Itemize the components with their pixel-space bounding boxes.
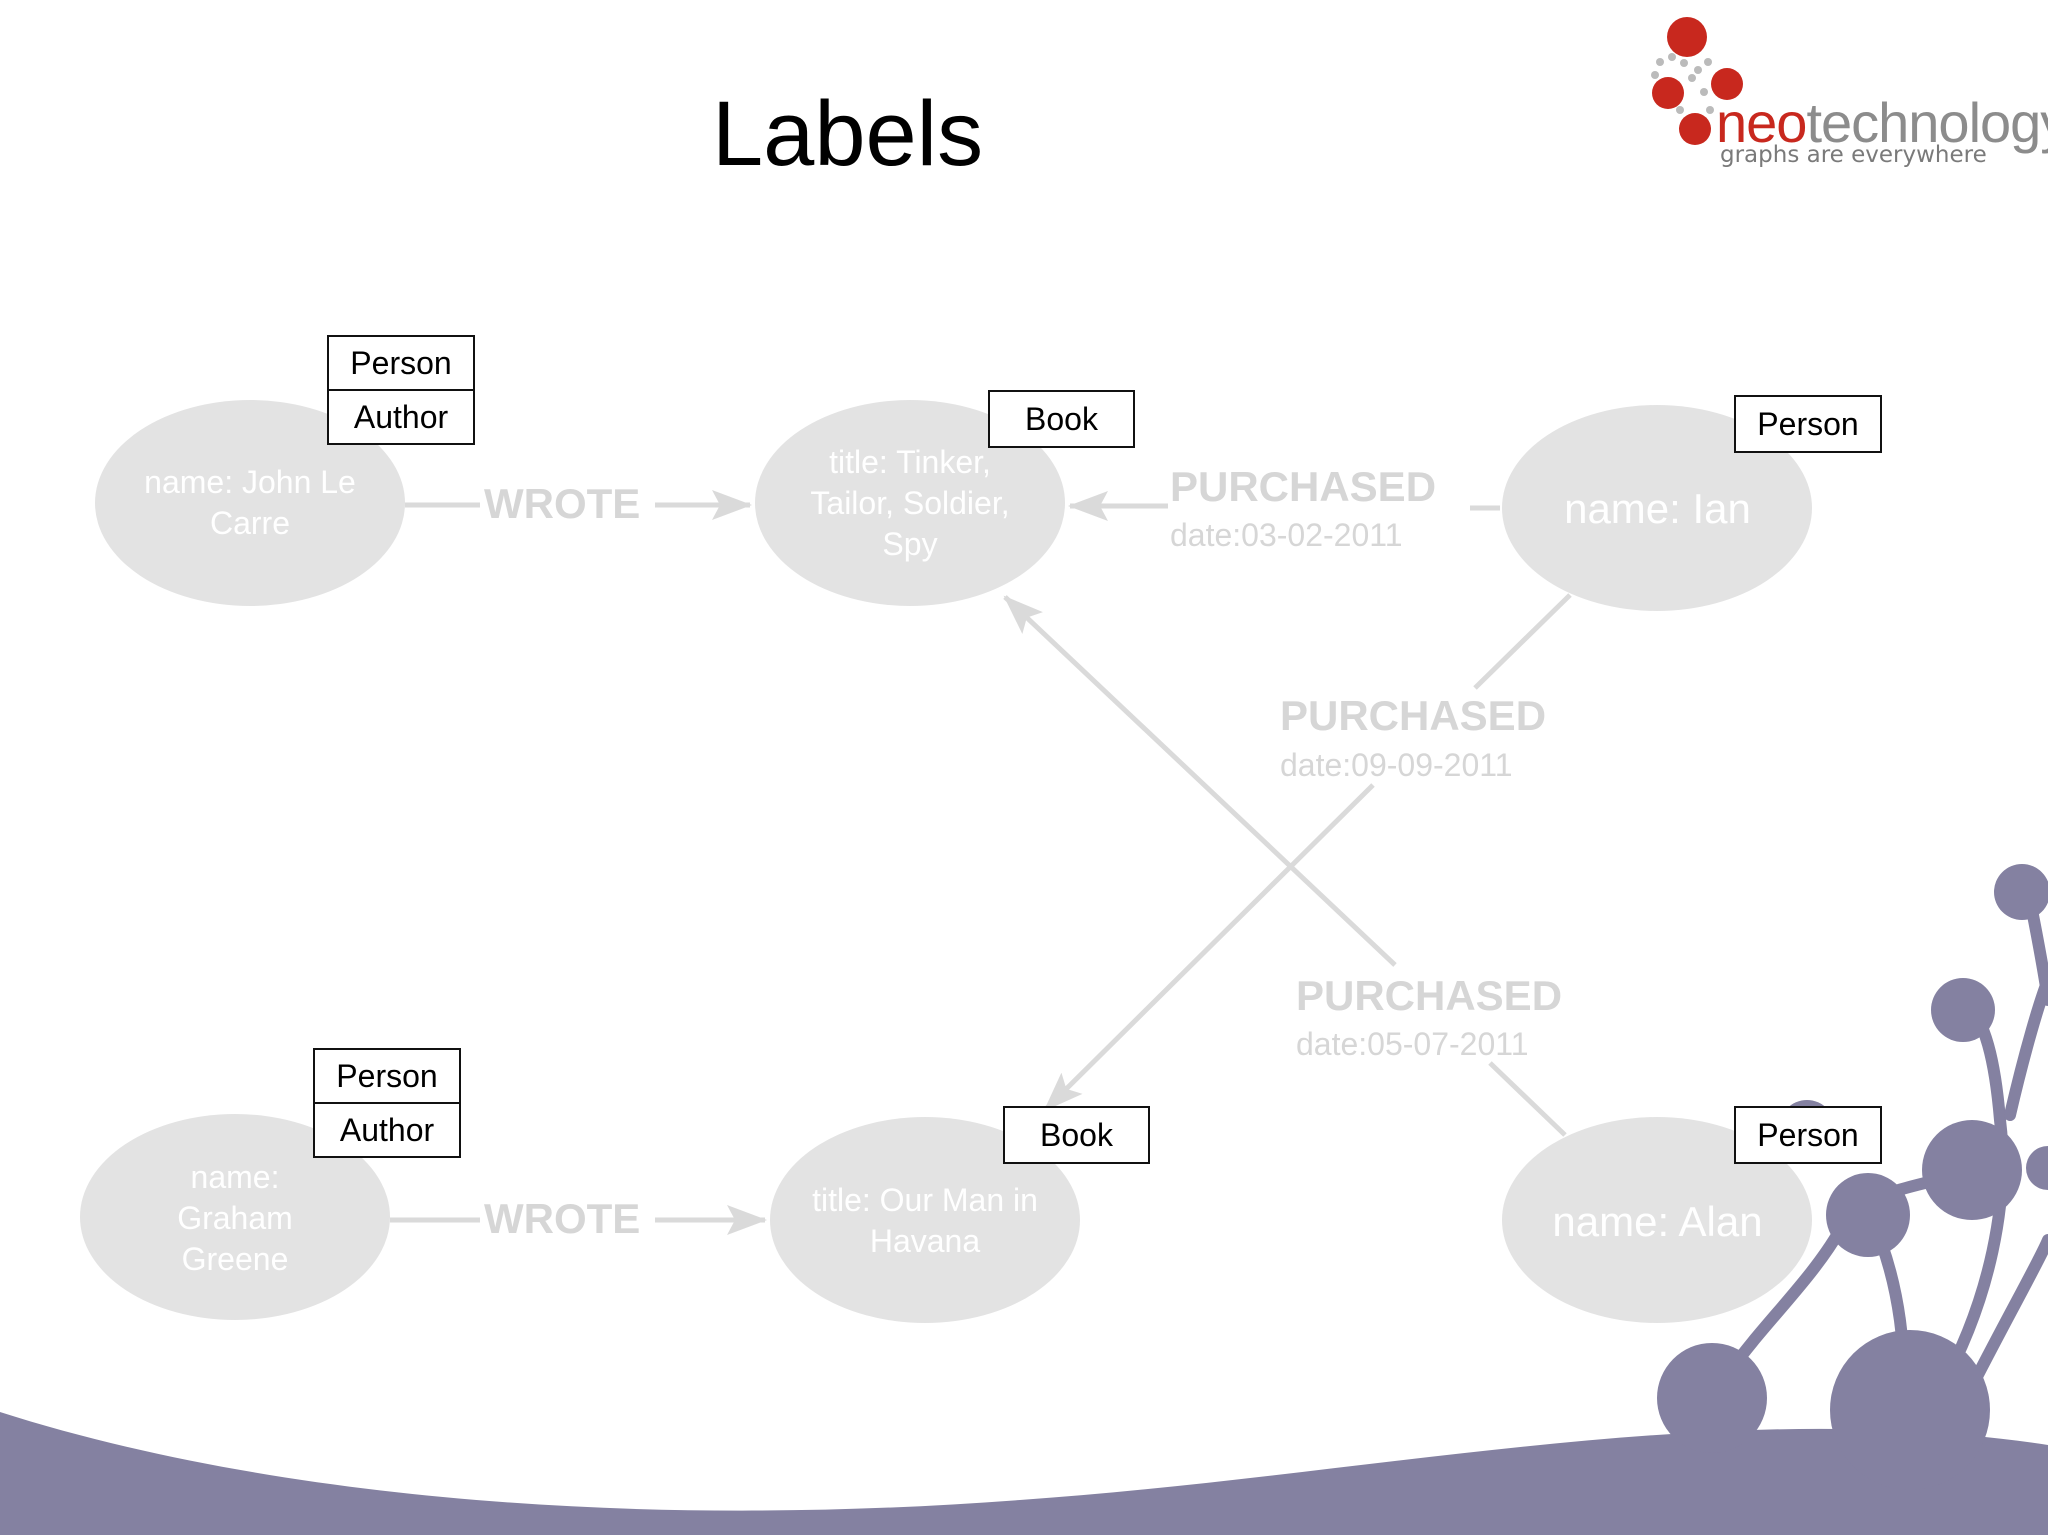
logo-wordmark: neotechnology <box>1716 90 2048 155</box>
rel-wrote-1: WROTE <box>484 480 641 527</box>
node-graham-text: name: Graham Greene <box>177 1158 293 1277</box>
slide-title: Labels <box>712 83 984 185</box>
edge-ian-havana-a <box>1473 593 1572 690</box>
label-graham-person: Person <box>313 1048 461 1104</box>
node-tinker-text: title: Tinker, Tailor, Soldier, Spy <box>810 443 1010 562</box>
logo-technology: technology <box>1806 91 2048 154</box>
node-john-le-carre <box>95 400 405 606</box>
edge-alan-tinker-a <box>1488 1061 1567 1137</box>
logo-dots <box>1651 17 1743 145</box>
logo-tagline: graphs are everywhere <box>1720 142 1987 168</box>
label-havana-book: Book <box>1003 1106 1150 1164</box>
node-ian-text: name: Ian <box>1564 484 1751 532</box>
edges <box>390 490 1572 1235</box>
rel-purchased-ian-tinker: PURCHASED <box>1170 463 1437 510</box>
label-john-person: Person <box>327 335 475 391</box>
edge-alan-tinker-b <box>1003 595 1397 967</box>
rel-date-alan-tinker: date:05-07-2011 <box>1296 1026 1529 1062</box>
logo-neo: neo <box>1716 91 1807 154</box>
rel-purchased-alan-tinker: PURCHASED <box>1296 972 1563 1019</box>
label-alan-person: Person <box>1734 1106 1882 1164</box>
rel-date-ian-tinker: date:03-02-2011 <box>1170 517 1403 553</box>
node-our-man-in-havana <box>770 1117 1080 1323</box>
node-alan <box>1502 1117 1812 1323</box>
node-john-text: name: John Le Carre <box>144 464 356 541</box>
node-graham-greene <box>80 1114 390 1320</box>
label-tinker-book: Book <box>988 390 1135 448</box>
edge-ian-havana-b <box>1043 783 1375 1112</box>
node-alan-text: name: Alan <box>1552 1197 1763 1245</box>
node-ian <box>1502 405 1812 611</box>
rel-date-ian-havana: date:09-09-2011 <box>1280 747 1513 783</box>
node-havana-text: title: Our Man in Havana <box>812 1182 1038 1259</box>
rel-wrote-2: WROTE <box>484 1195 641 1242</box>
node-tinker-tailor <box>755 400 1065 606</box>
label-graham-author: Author <box>313 1102 461 1158</box>
rel-purchased-ian-havana: PURCHASED <box>1280 692 1547 739</box>
label-john-author: Author <box>327 389 475 445</box>
label-ian-person: Person <box>1734 395 1882 453</box>
